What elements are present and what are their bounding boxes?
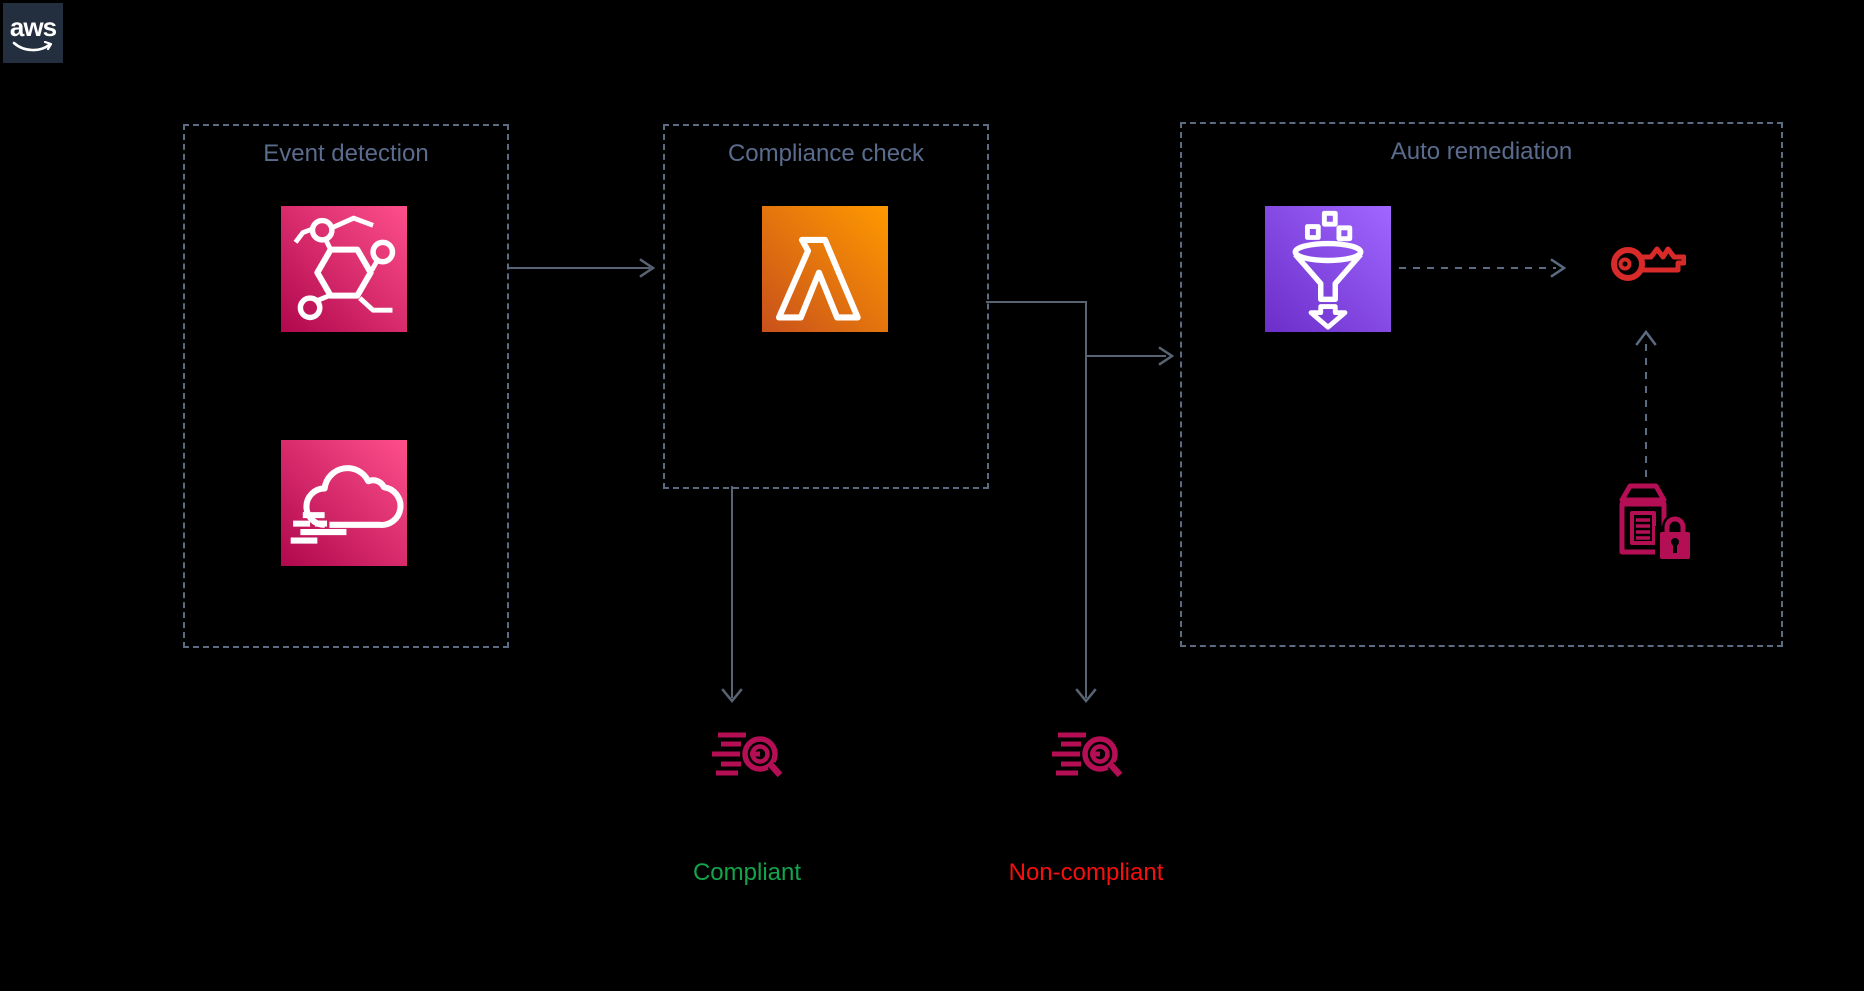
logs-magnifier-glyph [1052, 732, 1124, 779]
arrowhead-down-icon [1075, 688, 1097, 703]
aws-logo-text: aws [9, 12, 57, 42]
group-title-auto-remediation: Auto remediation [1390, 138, 1573, 165]
cloudwatch-logs-icon [1048, 728, 1126, 788]
eventbridge-icon [281, 206, 407, 332]
arrowhead-right-icon [1550, 258, 1567, 278]
cloudwatch-logs-icon [708, 728, 786, 788]
aws-smile-icon [12, 41, 53, 52]
arrowhead-right-icon [1158, 346, 1175, 366]
secrets-glyph [1619, 483, 1695, 562]
non-compliant-label: Non-compliant [1008, 859, 1164, 886]
aws-logo: aws [3, 3, 63, 63]
cloudtrail-glyph [290, 465, 404, 544]
secrets-manager-icon [1610, 480, 1696, 562]
key-glyph [1611, 246, 1686, 281]
lambda-glyph [775, 236, 861, 321]
lambda-icon [762, 206, 888, 332]
funnel-glyph [1292, 210, 1364, 330]
group-title-compliance-check: Compliance check [727, 140, 925, 167]
arrowhead-down-icon [721, 688, 743, 703]
group-compliance-check: Compliance check [663, 124, 989, 489]
group-auto-remediation: Auto remediation [1180, 122, 1783, 647]
line-compliance-branch [986, 301, 1087, 698]
eventbridge-glyph [293, 215, 396, 321]
arrowhead-right-icon [639, 258, 656, 278]
cloudtrail-icon [281, 440, 407, 566]
access-key-icon [1608, 240, 1686, 286]
arrowhead-up-icon [1635, 329, 1657, 346]
logs-magnifier-glyph [712, 732, 784, 779]
group-title-event-detection: Event detection [263, 140, 429, 167]
compliant-label: Compliant [692, 859, 802, 886]
group-event-detection: Event detection [183, 124, 509, 648]
data-firehose-funnel-icon [1265, 206, 1391, 332]
